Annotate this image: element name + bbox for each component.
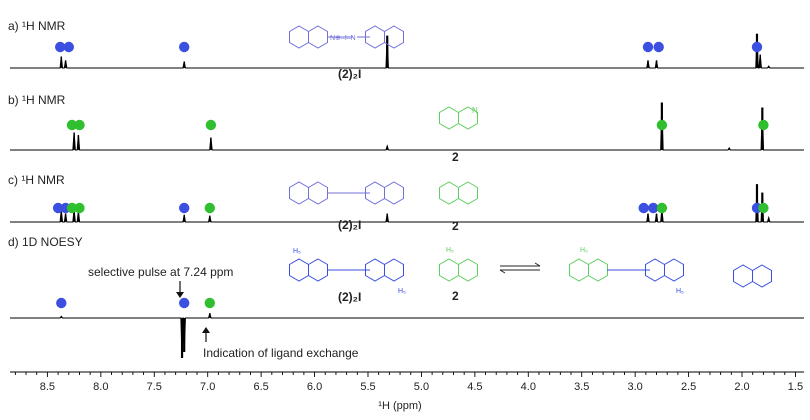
complex-structure-a: [289, 25, 404, 49]
panel-c-label: c) ¹H NMR: [8, 173, 65, 187]
panel-a-label: a) ¹H NMR: [8, 19, 66, 33]
ligand-exchange-arrow: [202, 327, 210, 342]
peak-marker-complex-4-1: [56, 297, 67, 309]
spectrum-trace-1: [10, 33, 804, 69]
ligand-structure-c: [439, 181, 478, 205]
spectrum-trace-4: [10, 313, 804, 359]
complex-label-d: (2)₂I: [338, 290, 361, 304]
peak-marker-complex-1-1: [55, 41, 66, 53]
spectra-traces: [10, 33, 804, 359]
x-tick-label: 8.5: [40, 381, 55, 393]
peak-marker-complex-1-5: [653, 41, 664, 53]
peak-marker-complex-3-8: [648, 202, 659, 214]
x-tick-label: 3.0: [628, 381, 643, 393]
peak-marker-ligand-2-1: [66, 119, 78, 131]
h5-label-d1: H₅: [293, 248, 301, 255]
x-tick-label: 2.0: [734, 381, 749, 393]
x-tick-label: 1.5: [788, 381, 803, 393]
h5-label-d4: H₅: [580, 247, 588, 254]
complex-label-c: (2)₂I: [338, 218, 361, 232]
h5-label-d3: H₅: [446, 247, 454, 254]
spectrum-trace-3: [10, 184, 804, 223]
h5-label-d5: H₅: [676, 288, 684, 295]
peak-marker-complex-1-2: [63, 41, 74, 53]
selective-pulse-arrow: [176, 281, 184, 298]
x-tick-label: 8.0: [93, 381, 108, 393]
ligand-exchange-annotation: Indication of ligand exchange: [203, 346, 359, 360]
x-axis-label: ¹H (ppm): [378, 400, 421, 412]
peak-marker-ligand-3-4: [74, 202, 85, 214]
peak-marker-ligand-3-11: [758, 202, 769, 214]
x-tick-label: 3.5: [574, 381, 589, 393]
peak-marker-complex-3-5: [179, 202, 190, 214]
ligand-n-atom: N: [472, 106, 478, 115]
peak-marker-complex-3-7: [638, 202, 649, 214]
mixed-complex-structure: [569, 258, 684, 282]
peak-marker-complex-3-1: [52, 202, 64, 214]
peak-marker-complex-1-3: [179, 41, 190, 53]
ligand-label-c: 2: [452, 219, 459, 233]
peak-marker-complex-1-4: [642, 41, 654, 53]
x-tick-label: 5.5: [360, 381, 375, 393]
spectrum-trace-2: [10, 102, 804, 151]
x-tick-label: 2.5: [681, 381, 696, 393]
panel-b-label: b) ¹H NMR: [8, 93, 66, 107]
x-tick-label: 4.0: [521, 381, 536, 393]
peak-marker-ligand-2-5: [758, 119, 769, 131]
peak-markers: [52, 41, 769, 309]
ligand-structure-d: [439, 258, 478, 282]
complex-label-a: (2)₂I: [338, 67, 361, 81]
complex-atom-label: N⊕–I–N: [330, 35, 356, 42]
x-tick-label: 7.0: [200, 381, 215, 393]
peak-marker-ligand-4-3: [204, 297, 215, 309]
peak-marker-complex-4-2: [179, 297, 190, 309]
selective-pulse-annotation: selective pulse at 7.24 ppm: [88, 265, 233, 279]
peak-marker-ligand-2-2: [74, 119, 85, 131]
x-tick-label: 7.5: [147, 381, 162, 393]
x-tick-label: 6.0: [307, 381, 322, 393]
peak-marker-ligand-2-3: [205, 119, 217, 131]
peak-marker-ligand-3-6: [204, 202, 215, 214]
h5-label-d2: H₅: [398, 288, 406, 295]
x-tick-label: 5.0: [414, 381, 429, 393]
peak-marker-ligand-2-4: [656, 119, 668, 131]
x-axis: 8.5 8.0 7.5 7.0 6.5 6.0 5.5 5.0 4.5 4.0 3.5 3.0 2.5 2…: [10, 371, 804, 393]
peak-marker-ligand-3-9: [656, 202, 668, 214]
x-tick-label: 4.5: [467, 381, 482, 393]
free-ligand-structure: [733, 264, 772, 288]
panel-d-label: d) 1D NOESY: [8, 235, 83, 249]
complex-structure-c: [289, 181, 404, 205]
peak-marker-complex-1-6: [751, 41, 763, 53]
ligand-label-b: 2: [452, 150, 459, 164]
peak-marker-ligand-3-3: [66, 202, 78, 214]
ligand-label-d: 2: [452, 289, 459, 303]
equilibrium-arrows: [499, 262, 541, 274]
x-tick-label: 6.5: [253, 381, 268, 393]
complex-structure-d: [289, 258, 404, 282]
